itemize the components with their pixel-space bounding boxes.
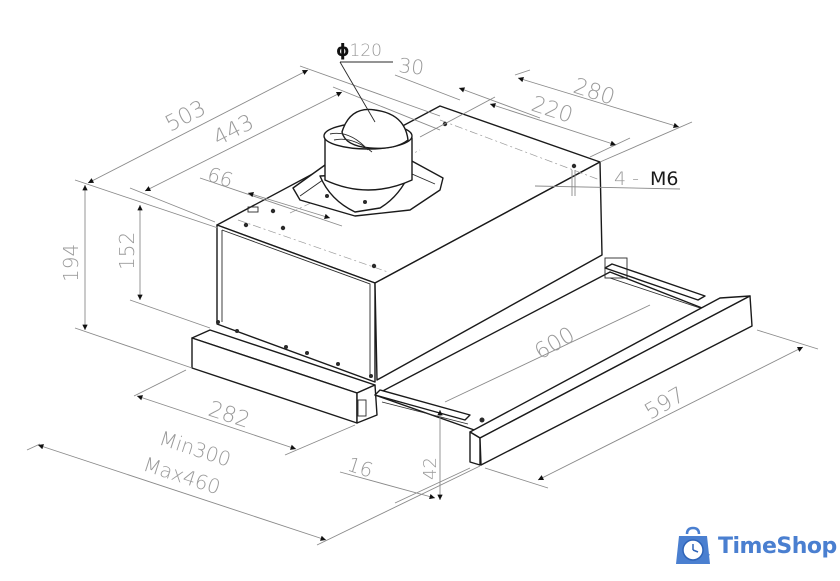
label-front-depth: 282 <box>205 397 253 434</box>
label-duct-diameter: ϕ120 <box>336 41 382 61</box>
label-panel-offset: 16 <box>344 452 376 483</box>
label-overall-depth: 503 <box>161 96 210 137</box>
label-overall-width: 280 <box>570 74 618 111</box>
label-overall-height: 194 <box>59 244 83 282</box>
diameter-symbol-icon: ϕ <box>336 41 350 61</box>
timeshop-watermark: TimeShop <box>674 526 837 566</box>
label-slider-width: 597 <box>641 383 690 426</box>
label-panel-height: 42 <box>420 457 441 480</box>
dimension-lines <box>26 61 819 546</box>
label-duct-offset: 30 <box>397 53 425 80</box>
label-front-offset: 66 <box>204 162 236 193</box>
watermark-brand: TimeShop <box>718 533 837 559</box>
clock-shopping-bag-icon <box>676 526 710 564</box>
hood-front-face <box>216 224 376 383</box>
label-mount-width: 220 <box>528 92 576 129</box>
label-body-depth: 443 <box>209 110 258 151</box>
hood-side-face <box>374 161 603 381</box>
label-body-height: 152 <box>115 232 139 270</box>
front-visor <box>191 329 378 424</box>
label-mount-thread: M6 <box>650 168 678 190</box>
label-mount-thread-count: 4 - <box>614 168 639 190</box>
